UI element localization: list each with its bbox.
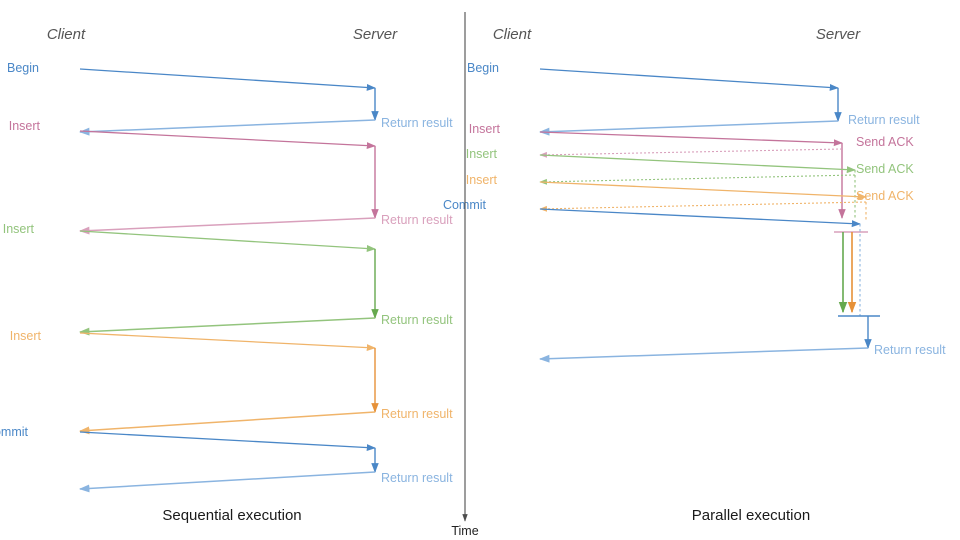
- message-label-seq-insert-3: Insert: [10, 329, 42, 343]
- message-line-par-insert-3: [539, 181, 867, 201]
- message-line-seq-commit: [79, 431, 376, 452]
- message-label-par-insert-1: Insert: [469, 122, 501, 136]
- message-label-seq-insert-1: Insert: [9, 119, 41, 133]
- message-label-par-insert-3: Insert: [466, 173, 498, 187]
- message-label-seq-commit-return: Return result: [381, 471, 453, 485]
- message-label-seq-insert-2: Insert: [3, 222, 35, 236]
- message-line-seq-insert-2: [79, 230, 376, 252]
- message-line-seq-insert-1: [79, 130, 376, 150]
- message-label-seq-insert-2-return: Return result: [381, 313, 453, 327]
- message-line-seq-insert-3: [79, 332, 376, 352]
- message-line-par-insert-3-ack: [539, 201, 867, 212]
- message-label-par-commit-return: Return result: [874, 343, 946, 357]
- message-line-par-begin-return: [538, 120, 839, 136]
- message-line-par-insert-1-ack: [539, 148, 843, 158]
- message-line-seq-insert-2-return: [78, 317, 376, 336]
- time-axis-group: Time: [451, 12, 479, 538]
- message-label-par-insert-2-ack: Send ACK: [856, 162, 914, 176]
- message-label-par-begin: Begin: [467, 61, 499, 75]
- message-label-seq-insert-1-return: Return result: [381, 213, 453, 227]
- message-line-par-insert-1: [539, 131, 843, 147]
- message-line-par-insert-2-ack: [539, 174, 856, 185]
- message-label-par-insert-2: Insert: [466, 147, 498, 161]
- message-label-par-insert-3-ack: Send ACK: [856, 189, 914, 203]
- message-line-seq-commit-return: [78, 471, 376, 493]
- message-line-seq-insert-3-return: [78, 411, 376, 435]
- message-label-seq-insert-3-return: Return result: [381, 407, 453, 421]
- message-label-seq-commit: Commit: [0, 425, 29, 439]
- message-line-seq-begin-return: [78, 119, 376, 136]
- message-label-par-insert-1-ack-wait: Send ACK: [856, 135, 914, 149]
- lane-title-server: Server: [353, 26, 398, 43]
- panel-caption-sequential: Sequential execution: [162, 507, 301, 524]
- lane-title-server: Server: [816, 26, 861, 43]
- message-label-par-begin-return: Return result: [848, 113, 920, 127]
- panel-caption-parallel: Parallel execution: [692, 507, 810, 524]
- message-line-par-insert-2: [539, 154, 856, 174]
- lane-title-client: Client: [47, 26, 86, 43]
- message-label-seq-begin-return: Return result: [381, 116, 453, 130]
- lane-title-client: Client: [493, 26, 532, 43]
- message-line-par-begin: [539, 68, 839, 91]
- message-line-par-commit: [539, 208, 861, 228]
- time-axis-label: Time: [451, 524, 478, 538]
- message-line-par-commit-return: [538, 347, 869, 363]
- message-line-seq-insert-1-return: [78, 217, 376, 235]
- message-line-seq-begin: [79, 68, 376, 91]
- message-label-seq-begin: Begin: [7, 61, 39, 75]
